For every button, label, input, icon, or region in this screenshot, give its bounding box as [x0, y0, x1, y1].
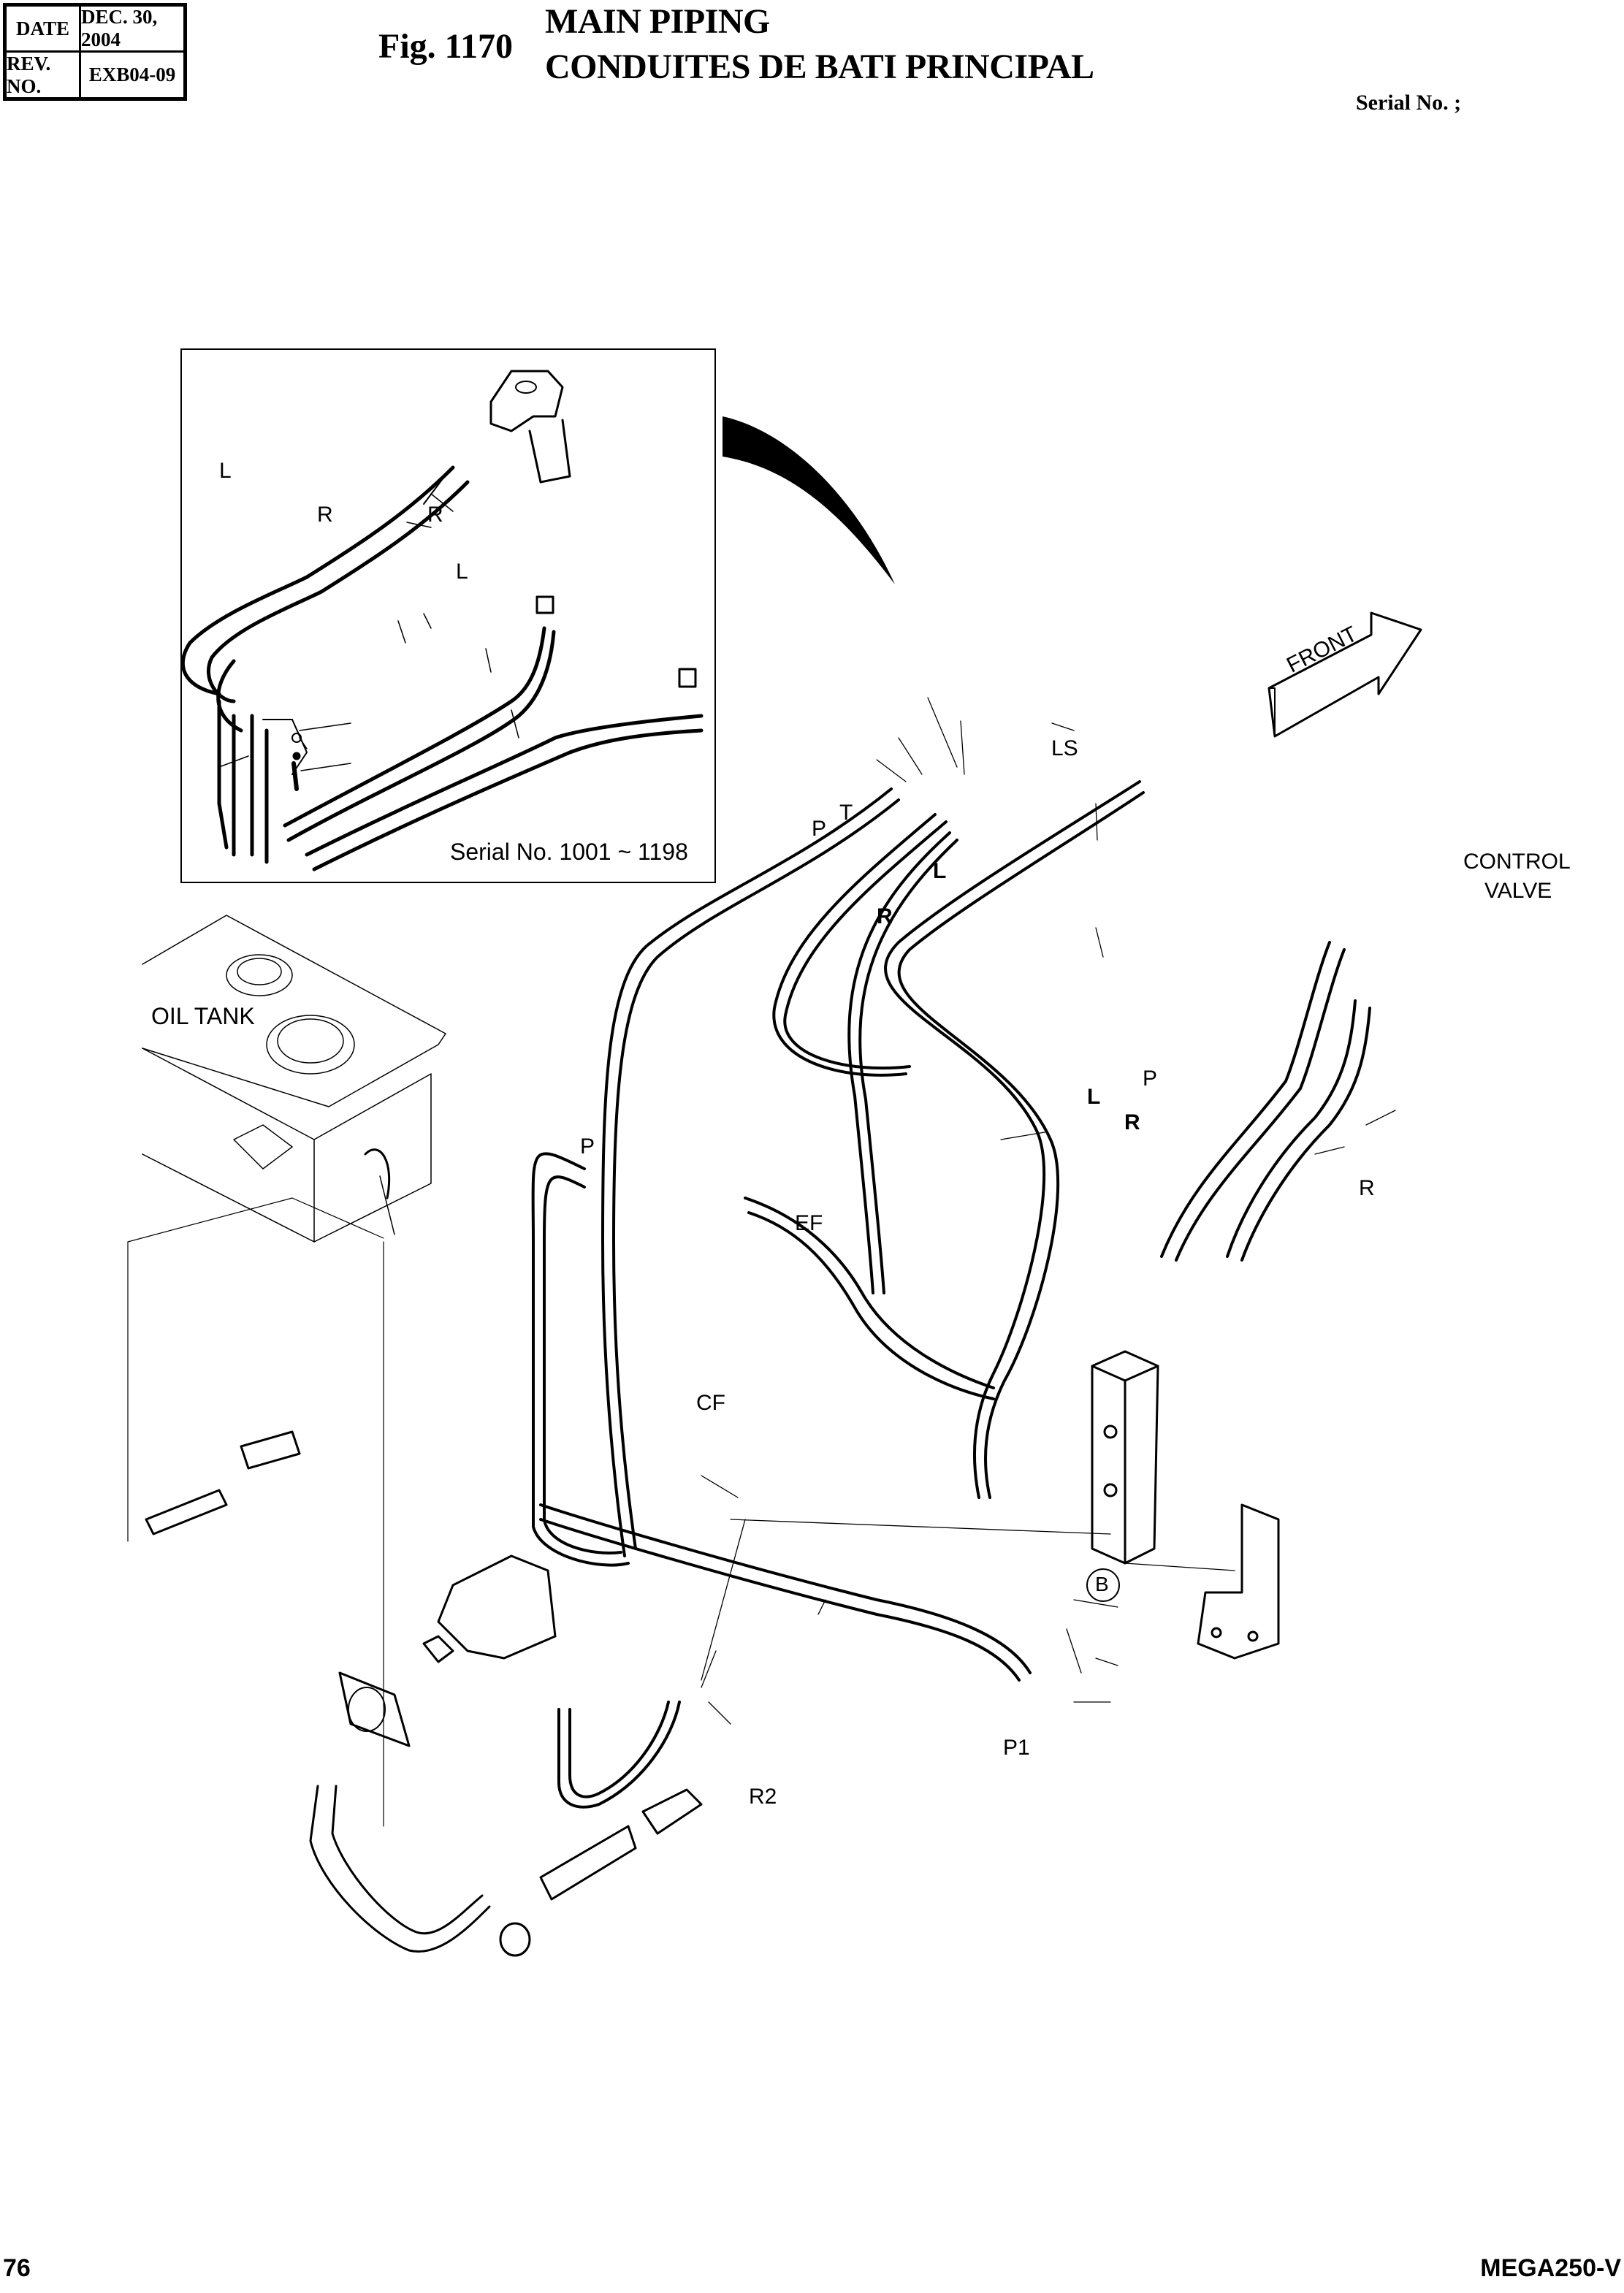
- rev-value: EXB04-09: [88, 64, 176, 85]
- port-label-r-bracket: R: [1124, 1110, 1140, 1134]
- pump-drawing: [338, 1554, 557, 1747]
- leader-lines: [701, 697, 1396, 1725]
- port-label-p-right: P: [1143, 1067, 1158, 1091]
- label-inset-l: L: [219, 459, 232, 483]
- inset-serial-range: Serial No. 1001 ~ 1198: [450, 839, 688, 865]
- port-label-r-right: R: [1359, 1176, 1375, 1200]
- serial-number-label: Serial No. ;: [1356, 91, 1462, 115]
- inset-detail-box: [180, 348, 716, 883]
- port-label-ls: LS: [1051, 736, 1078, 760]
- port-label-p-top: P: [812, 817, 827, 841]
- page-title-french: CONDUITES DE BATI PRINCIPAL: [545, 47, 1094, 86]
- table-divider: [79, 7, 81, 97]
- control-valve-label-1: CONTROL: [1463, 850, 1571, 874]
- port-label-r-top: R: [877, 904, 893, 928]
- page-title: MAIN PIPING: [545, 2, 770, 41]
- page-number: 76: [3, 2254, 31, 2282]
- port-label-cf: CF: [696, 1391, 725, 1415]
- callout-b-circle: [1086, 1568, 1120, 1602]
- main-hoses: [531, 780, 1371, 1809]
- port-label-t: T: [839, 801, 853, 825]
- label-inset-r-end: R: [427, 503, 443, 527]
- port-label-l-top: L: [933, 859, 947, 883]
- inset-drawing: [181, 370, 704, 871]
- oil-tank-label: OIL TANK: [151, 1003, 255, 1029]
- table-divider: [7, 50, 183, 53]
- model-name: MEGA250-V: [1480, 2254, 1621, 2282]
- oil-tank-drawing: [127, 915, 446, 1827]
- callout-b-label: B: [1095, 1573, 1109, 1595]
- date-value: DEC. 30, 2004: [81, 6, 158, 50]
- port-label-r2: R2: [749, 1785, 777, 1809]
- label-inset-l-end: L: [456, 560, 468, 584]
- date-label: DATE: [15, 17, 69, 39]
- control-valve-label-2: VALVE: [1484, 879, 1552, 903]
- port-label-p-left: P: [580, 1134, 595, 1159]
- detail-pointer-arrow: [723, 416, 895, 584]
- revision-table: DATE DEC. 30, 2004 REV. NO. EXB04-09: [3, 3, 187, 101]
- rev-label: REV. NO.: [7, 52, 51, 97]
- port-label-p1: P1: [1003, 1736, 1030, 1760]
- front-arrow-icon: [1267, 611, 1422, 738]
- manifold-block: [1091, 1350, 1280, 1660]
- label-inset-r: R: [317, 503, 333, 527]
- figure-number: Fig. 1170: [378, 27, 514, 66]
- port-label-l-bracket: L: [1087, 1085, 1101, 1109]
- port-label-ef: EF: [795, 1211, 823, 1235]
- suction-pipe: [145, 1430, 703, 1957]
